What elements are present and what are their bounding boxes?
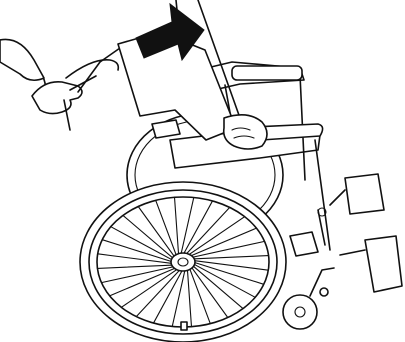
footrest-icon (330, 174, 402, 292)
wheel-icon (80, 182, 286, 342)
brake-lever (290, 208, 326, 256)
left-hand-icon (0, 39, 120, 130)
caster-icon (283, 268, 334, 329)
